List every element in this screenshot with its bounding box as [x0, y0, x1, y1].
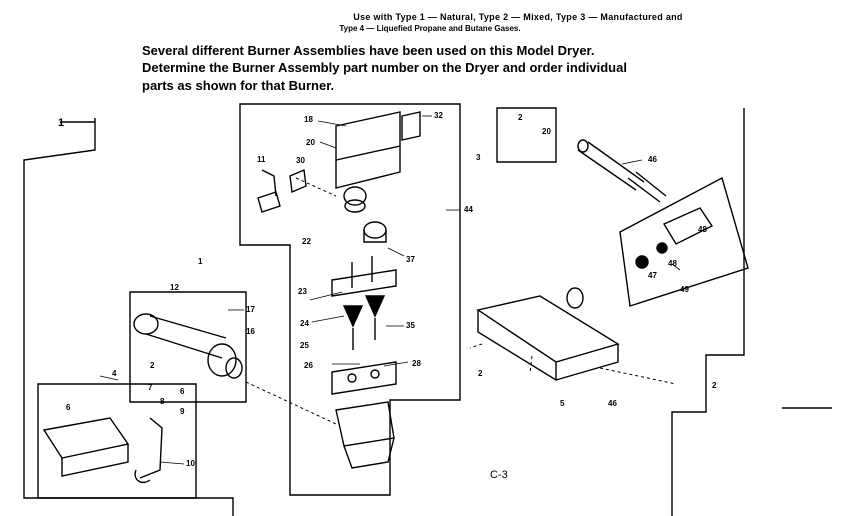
frame-border: [23, 118, 234, 516]
callout-22: 22: [302, 237, 311, 246]
callout-19: 6: [66, 403, 71, 412]
orifice-frame: [37, 383, 197, 499]
callout-1b: 1: [198, 257, 203, 266]
callout-16: 16: [246, 327, 255, 336]
page-label: C-3: [490, 469, 508, 481]
callout-48: 48: [668, 259, 677, 268]
callout-26: 26: [304, 361, 313, 370]
callout-20b: 20: [542, 127, 551, 136]
callout-30: 30: [296, 156, 305, 165]
callout-1: 1: [58, 117, 64, 129]
instruction-line-3: parts as shown for that Burner.: [142, 78, 335, 93]
callout-44: 44: [464, 205, 473, 214]
callout-25: 25: [300, 341, 309, 350]
callout-46b: 46: [608, 399, 617, 408]
frame-border-right: [671, 108, 745, 516]
callout-49: 49: [680, 285, 689, 294]
callout-9: 9: [180, 407, 185, 416]
callout-12: 12: [170, 283, 179, 292]
instruction-line-1: Several different Burner Assemblies have…: [142, 43, 595, 58]
burner-assembly-frame: [239, 103, 461, 496]
igniter-frame: [496, 107, 557, 163]
manifold-frame: [129, 291, 247, 403]
type-header-line-1: Use with Type 1 — Natural, Type 2 — Mixe…: [353, 12, 683, 22]
callout-17: 17: [246, 305, 255, 314]
callout-2a: 2: [518, 113, 523, 122]
callout-8: 8: [160, 397, 165, 406]
valve-frame: [619, 176, 749, 307]
callout-4: 4: [112, 369, 117, 378]
callout-37: 37: [406, 255, 415, 264]
callout-28: 28: [412, 359, 421, 368]
type-header-line-2: Type 4 — Liquefied Propane and Butane Ga…: [339, 24, 521, 33]
instruction-line-2: Determine the Burner Assembly part numbe…: [142, 60, 627, 75]
callout-6: 6: [180, 387, 185, 396]
callout-2c: 2: [712, 381, 717, 390]
callout-32: 32: [434, 111, 443, 120]
callout-23: 23: [298, 287, 307, 296]
callout-48-top: 48: [698, 225, 707, 234]
callout-5: 5: [560, 399, 565, 408]
callout-24: 24: [300, 319, 309, 328]
callout-46a: 46: [648, 155, 657, 164]
callout-20: 20: [306, 138, 315, 147]
callout-11: 11: [257, 155, 266, 164]
callout-10: 10: [186, 459, 195, 468]
callout-47: 47: [648, 271, 657, 280]
callout-2b: 2: [478, 369, 483, 378]
callout-35: 35: [406, 321, 415, 330]
callout-7: 7: [148, 383, 153, 392]
callout-3: 3: [476, 153, 481, 162]
callout-18: 18: [304, 115, 313, 124]
callout-2d: 2: [150, 361, 155, 370]
